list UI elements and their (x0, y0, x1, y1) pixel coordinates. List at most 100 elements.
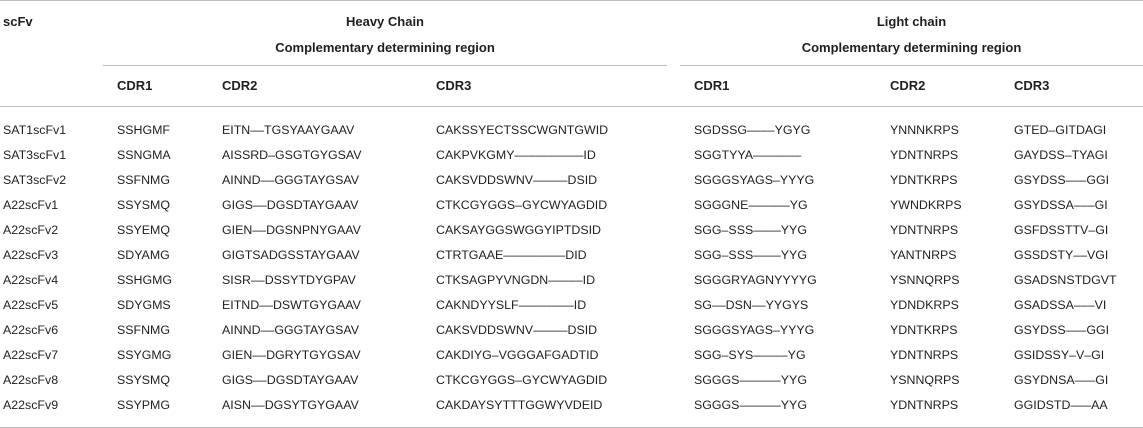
light-cdr1-cell: SGGGS––––––YYG (694, 373, 807, 387)
light-cdr2-cell: YDNTKRPS (890, 323, 958, 337)
heavy-cdr2-cell: GIEN––DGSNPNYGAAV (222, 223, 361, 237)
light-cdr3-cell: GSIDSSY–V–GI (1014, 348, 1105, 362)
light-cdr2-cell: YDNTKRPS (890, 173, 958, 187)
heavy-cdr1-cell: SDYAMG (117, 248, 170, 262)
light-cdr1-cell: SGGGRYAGNYYYYG (694, 273, 817, 287)
heavy-cdr2-cell: AINND––GGGTAYGSAV (222, 173, 360, 187)
light-cdr3-header: CDR3 (1014, 78, 1050, 93)
light-group-rule (680, 65, 1143, 66)
heavy-cdr1-cell: SSYPMG (117, 398, 171, 412)
heavy-cdr1-header: CDR1 (117, 78, 153, 93)
light-cdr1-cell: SGG–SSS––––YYG (694, 223, 807, 237)
light-cdr1-cell: SGGGS––––––YYG (694, 398, 807, 412)
light-cdr2-cell: YWNDKRPS (890, 198, 962, 212)
heavy-cdr3-cell: CAKSVDDSWNV–––––DSID (436, 323, 598, 337)
scfv-name-cell: A22scFv5 (3, 298, 59, 312)
heavy-cdr1-cell: SSYSMQ (117, 373, 171, 387)
light-cdr2-cell: YDNTNRPS (890, 148, 959, 162)
heavy-cdr2-cell: AISN––DGSYTGYGAAV (222, 398, 359, 412)
heavy-cdr1-cell: SSYSMQ (117, 198, 171, 212)
heavy-cdr1-cell: SSFNMG (117, 173, 171, 187)
heavy-cdr3-cell: CTKSAGPYVNGDN–––––ID (436, 273, 596, 287)
heavy-cdr3-cell: CAKDIYG–VGGGAFGADTID (436, 348, 599, 362)
scfv-name-cell: SAT3scFv2 (3, 173, 67, 187)
scfv-name-cell: A22scFv1 (3, 198, 59, 212)
scfv-name-cell: A22scFv3 (3, 248, 59, 262)
table-top-rule (0, 0, 1143, 1)
light-cdr1-cell: SGG–SYS–––––YG (694, 348, 806, 362)
light-cdr2-cell: YANTNRPS (890, 248, 957, 262)
heavy-group-rule (103, 65, 667, 66)
light-cdr1-cell: SGGGNE––––––YG (694, 198, 808, 212)
heavy-cdr1-cell: SSYEMQ (117, 223, 171, 237)
light-cdr3-cell: GSYDNSA–––GI (1014, 373, 1109, 387)
light-cdr3-cell: GTED–GITDAGI (1014, 123, 1107, 137)
heavy-cdr2-cell: GIGS––DGSDTAYGAAV (222, 198, 359, 212)
heavy-cdr3-cell: CAKSAYGGSWGGYIPTDSID (436, 223, 602, 237)
light-cdr3-cell: GSYDSSA–––GI (1014, 198, 1108, 212)
light-cdr1-cell: SGG–SSS––––YYG (694, 248, 807, 262)
heavy-cdr3-cell: CAKPVKGMY––––––––––ID (436, 148, 596, 162)
heavy-cdr3-cell: CAKNDYYSLF––––––––ID (436, 298, 587, 312)
heavy-cdr2-header: CDR2 (222, 78, 258, 93)
light-cdr2-cell: YDNTNRPS (890, 348, 959, 362)
light-cdr1-cell: SG––DSN––YYGYS (694, 298, 809, 312)
heavy-cdr3-cell: CTRTGAAE–––––––––DID (436, 248, 587, 262)
scfv-name-cell: SAT1scFv1 (3, 123, 67, 137)
heavy-cdr2-cell: GIGS––DGSDTAYGAAV (222, 373, 359, 387)
heavy-cdr1-cell: SSHGMG (117, 273, 173, 287)
heavy-cdr3-cell: CAKDAYSYTTTGGWYVDEID (436, 398, 603, 412)
heavy-cdr2-cell: EITN––TGSYAAYGAAV (222, 123, 355, 137)
heavy-cdr3-cell: CAKSVDDSWNV–––––DSID (436, 173, 598, 187)
light-cdr3-cell: GSSDSTY––VGI (1014, 248, 1109, 262)
light-chain-subheader: Complementary determining region (801, 40, 1022, 55)
heavy-cdr2-cell: AISSRD–GSGTGYGSAV (222, 148, 362, 162)
scfv-name-cell: A22scFv4 (3, 273, 59, 287)
light-cdr2-cell: YDNTNRPS (890, 398, 959, 412)
light-cdr2-cell: YSNNQRPS (890, 373, 960, 387)
light-cdr3-cell: GGIDSTD–––AA (1014, 398, 1108, 412)
heavy-cdr3-cell: CTKCGYGGS–GYCWYAGDID (436, 373, 608, 387)
scfv-name-cell: A22scFv7 (3, 348, 59, 362)
light-cdr2-cell: YSNNQRPS (890, 273, 960, 287)
header-bottom-rule (0, 106, 1143, 107)
scfv-name-cell: A22scFv9 (3, 398, 59, 412)
heavy-cdr3-cell: CAKSSYECTSSCWGNTGWID (436, 123, 609, 137)
scfv-name-cell: A22scFv8 (3, 373, 59, 387)
light-cdr3-cell: GSYDSS–––GGI (1014, 323, 1110, 337)
heavy-cdr3-header: CDR3 (436, 78, 472, 93)
scfv-name-cell: A22scFv2 (3, 223, 59, 237)
light-cdr3-cell: GSADSNSTDGVT (1014, 273, 1117, 287)
heavy-cdr1-cell: SSFNMG (117, 323, 171, 337)
scfv-name-cell: A22scFv6 (3, 323, 59, 337)
heavy-cdr2-cell: GIEN––DGRYTGYGSAV (222, 348, 361, 362)
light-chain-header: Light chain (876, 14, 947, 29)
scfv-name-cell: SAT3scFv1 (3, 148, 67, 162)
light-cdr1-cell: SGGTYYA––––––– (694, 148, 802, 162)
heavy-cdr1-cell: SSNGMA (117, 148, 171, 162)
light-cdr1-cell: SGDSSG––––YGYG (694, 123, 811, 137)
light-cdr3-cell: GAYDSS–TYAGI (1014, 148, 1108, 162)
light-cdr3-cell: GSADSSA–––VI (1014, 298, 1107, 312)
light-cdr2-cell: YNNNKRPS (890, 123, 959, 137)
heavy-cdr3-cell: CTKCGYGGS–GYCWYAGDID (436, 198, 608, 212)
heavy-chain-header: Heavy Chain (345, 14, 425, 29)
heavy-chain-subheader: Complementary determining region (275, 40, 495, 55)
heavy-cdr1-cell: SDYGMS (117, 298, 171, 312)
heavy-cdr2-cell: GIGTSADGSSTAYGAAV (222, 248, 360, 262)
heavy-cdr1-cell: SSYGMG (117, 348, 172, 362)
heavy-cdr2-cell: AINND––GGGTAYGSAV (222, 323, 360, 337)
heavy-cdr1-cell: SSHGMF (117, 123, 171, 137)
light-cdr2-header: CDR2 (890, 78, 926, 93)
light-cdr2-cell: YDNTNRPS (890, 223, 959, 237)
light-cdr1-cell: SGGGSYAGS–YYYG (694, 173, 815, 187)
light-cdr3-cell: GSFDSSTTV–GI (1014, 223, 1109, 237)
corner-header: scFv (3, 14, 33, 29)
light-cdr1-header: CDR1 (694, 78, 730, 93)
light-cdr3-cell: GSYDSS–––GGI (1014, 173, 1110, 187)
light-cdr2-cell: YDNDKRPS (890, 298, 959, 312)
light-cdr1-cell: SGGGSYAGS–YYYG (694, 323, 815, 337)
heavy-cdr2-cell: SISR––DSSYTDYGPAV (222, 273, 356, 287)
heavy-cdr2-cell: EITND––DSWTGYGAAV (222, 298, 361, 312)
